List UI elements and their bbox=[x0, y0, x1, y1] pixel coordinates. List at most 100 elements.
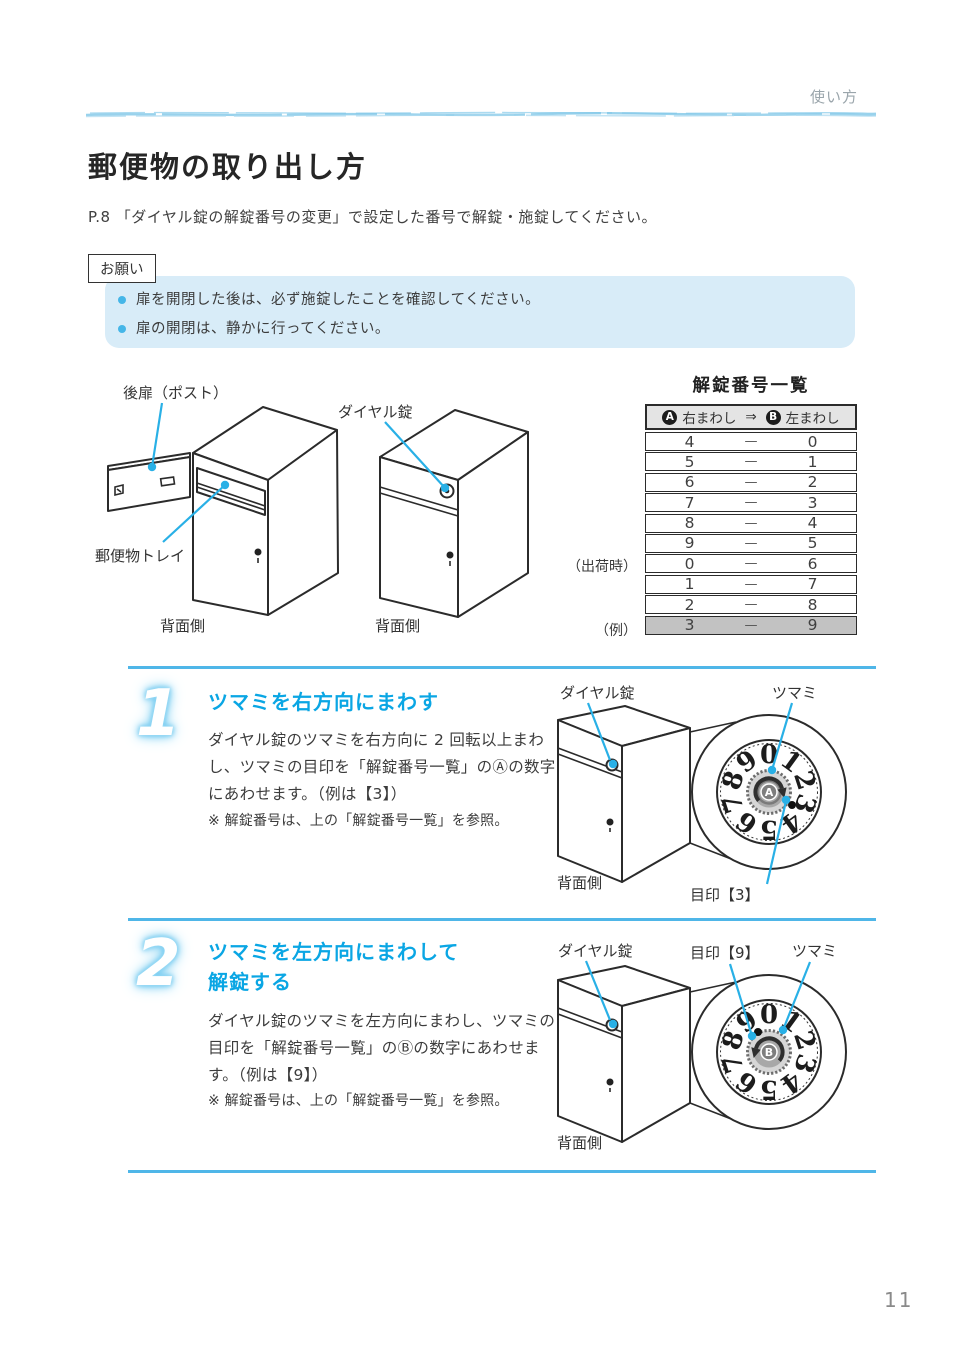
knob-badge-letter: A bbox=[765, 786, 774, 799]
row-dash: — bbox=[744, 454, 758, 470]
row-dash: — bbox=[744, 535, 758, 551]
row-value: 3 bbox=[684, 616, 695, 635]
row-value: 6 bbox=[684, 473, 695, 492]
label-mark: 目印【3】 bbox=[690, 886, 760, 904]
table-row: 6—2 bbox=[645, 472, 857, 492]
row-value: 2 bbox=[684, 595, 695, 614]
row-value: 9 bbox=[807, 616, 818, 635]
notice-item: 扉の開閉は、静かに行ってください。 bbox=[118, 317, 818, 341]
label-dial-lock: ダイヤル錠 bbox=[558, 942, 633, 960]
badge-a-icon: A bbox=[662, 409, 678, 425]
row-value: 8 bbox=[807, 595, 818, 614]
clockwise-arrow-icon bbox=[753, 776, 784, 803]
intro-text: P.8 「ダイヤル錠の解錠番号の変更」で設定した番号で解錠・施錠してください。 bbox=[88, 208, 657, 226]
label-mark: 目印【9】 bbox=[690, 944, 760, 962]
label-back-side: 背面側 bbox=[160, 617, 205, 635]
step-number: 1 bbox=[136, 677, 181, 751]
section-divider bbox=[128, 1170, 876, 1173]
dial-number: 5 bbox=[760, 1074, 778, 1104]
label-back-side: 背面側 bbox=[375, 617, 420, 635]
mailbox-figure: 後扉（ポスト） 郵便物トレイ ダイヤル錠 背面側 背面側 bbox=[95, 384, 529, 635]
bullet-icon bbox=[118, 296, 126, 304]
row-value: 9 bbox=[684, 534, 695, 553]
step-note: ※ 解錠番号は、上の「解錠番号一覧」を参照。 bbox=[208, 813, 509, 829]
step-title-line: ツマミを左方向にまわして bbox=[208, 940, 460, 964]
row-dash: — bbox=[744, 515, 758, 531]
row-value: 7 bbox=[807, 575, 818, 594]
brush-stroke-divider bbox=[86, 111, 876, 118]
row-dash: — bbox=[744, 434, 758, 449]
notice-item: 扉を開閉した後は、必ず施錠したことを確認してください。 bbox=[118, 288, 818, 312]
step-number: 2 bbox=[136, 927, 181, 1001]
label-back-side: 背面側 bbox=[557, 874, 602, 892]
bullet-icon bbox=[118, 325, 126, 333]
header-a-label: 右まわし bbox=[682, 411, 737, 427]
row-dash: — bbox=[744, 556, 758, 572]
section-header: 使い方 bbox=[810, 88, 859, 106]
table-header: A 右まわし ⇒ B 左まわし bbox=[645, 404, 857, 430]
table-row: 1 — 7 bbox=[645, 574, 857, 594]
mark-dot bbox=[788, 801, 796, 809]
mailbox-rear-closed-drawing bbox=[379, 409, 529, 618]
row-value: 8 bbox=[684, 514, 695, 533]
row-value: 1 bbox=[684, 575, 695, 594]
section-divider bbox=[128, 666, 876, 669]
row-value: 4 bbox=[807, 514, 818, 533]
row-dash: — bbox=[744, 576, 758, 592]
label-knob: ツマミ bbox=[772, 684, 817, 702]
row-value: 5 bbox=[807, 534, 818, 553]
mailbox-rear-open-drawing bbox=[107, 406, 339, 616]
annotation-shipping: （出荷時） bbox=[567, 559, 637, 575]
header-b-label: 左まわし bbox=[785, 411, 840, 427]
dial-knob: B bbox=[746, 1028, 792, 1075]
page-number: 11 bbox=[884, 1288, 914, 1312]
table-row: 7 — 3 bbox=[645, 493, 857, 513]
label-back-side: 背面側 bbox=[557, 1134, 602, 1152]
mailbox-mini-drawing bbox=[557, 705, 691, 883]
row-value: 3 bbox=[807, 493, 818, 512]
step-body: ダイヤル錠のツマミを右方向に 2 回転以上まわし、ツマミの目印を「解錠番号一覧」… bbox=[208, 731, 556, 803]
notice-list: 扉を開閉した後は、必ず施錠したことを確認してください。 扉の開閉は、静かに行って… bbox=[118, 288, 818, 346]
row-value: 6 bbox=[807, 554, 818, 573]
label-mail-tray: 郵便物トレイ bbox=[95, 547, 185, 565]
table-row: 9 — 5 bbox=[645, 533, 857, 553]
page-title: 郵便物の取り出し方 bbox=[88, 150, 368, 184]
dial-number: 0 bbox=[760, 1000, 778, 1030]
notice-item-text: 扉を開閉した後は、必ず施錠したことを確認してください。 bbox=[136, 292, 541, 308]
row-dash: — bbox=[744, 597, 758, 613]
notice-item-text: 扉の開閉は、静かに行ってください。 bbox=[136, 321, 390, 337]
knob-badge-letter: B bbox=[765, 1046, 773, 1059]
notice-panel bbox=[105, 276, 855, 348]
step-title-line: ツマミを右方向にまわす bbox=[208, 690, 439, 714]
annotation-example: （例） bbox=[595, 623, 637, 639]
row-value: 7 bbox=[684, 493, 695, 512]
step-title: ツマミを右方向にまわす bbox=[208, 687, 439, 717]
row-dash: — bbox=[744, 495, 758, 511]
step-body: ダイヤル錠のツマミを左方向にまわし、ツマミの目印を「解錠番号一覧」のⒷの数字にあ… bbox=[208, 1012, 556, 1084]
table-title: 解錠番号一覧 bbox=[692, 376, 810, 396]
table-row: 8 — 4 bbox=[645, 513, 857, 533]
arrow-icon: ⇒ bbox=[745, 409, 757, 425]
table-row: 5—1 bbox=[645, 452, 857, 472]
row-value: 2 bbox=[807, 473, 818, 492]
row-dash: — bbox=[744, 617, 758, 633]
row-value: 0 bbox=[684, 554, 695, 573]
row-value: 5 bbox=[684, 452, 695, 471]
counterclockwise-arrow-icon bbox=[754, 1036, 785, 1063]
badge-b-icon: B bbox=[765, 409, 781, 425]
step-note: ※ 解錠番号は、上の「解錠番号一覧」を参照。 bbox=[208, 1093, 509, 1109]
table-row: 3 — 9 bbox=[645, 615, 857, 635]
label-rear-door: 後扉（ポスト） bbox=[123, 384, 228, 402]
table-row: 0 — 6 bbox=[645, 554, 857, 574]
mark-dot bbox=[754, 1028, 762, 1036]
notice-label: お願い bbox=[88, 254, 156, 283]
table-row: 2 — 8 bbox=[645, 595, 857, 615]
dial-number: 5 bbox=[760, 814, 778, 844]
